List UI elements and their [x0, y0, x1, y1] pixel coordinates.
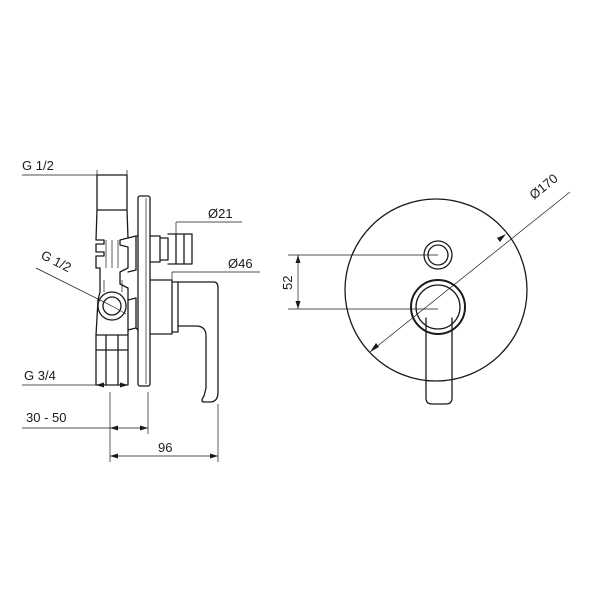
dim-label-d46: Ø46 [228, 256, 253, 271]
side-outlet-outer [97, 291, 127, 321]
side-view [95, 174, 219, 403]
side-view-dimensions: G 1/2 G 1/2 G 3/4 30 - 50 96 Ø21 Ø46 [22, 158, 260, 462]
dim-label-g-three-quarter: G 3/4 [24, 368, 56, 383]
cover-plate-front [344, 198, 528, 382]
handle-base [149, 279, 179, 335]
dim-label-g-half-top: G 1/2 [22, 158, 54, 173]
dim-label-depth: 96 [158, 440, 172, 455]
valve-body-hatch [103, 240, 123, 292]
dim-label-height-52: 52 [280, 276, 295, 290]
lever-front [425, 317, 453, 405]
handle-base-outer [410, 279, 466, 335]
handle-base-inner [415, 284, 461, 330]
dim-label-wall-range: 30 - 50 [26, 410, 66, 425]
valve-body-outline [95, 174, 129, 301]
body-connector [127, 235, 139, 331]
lever-handle [177, 281, 219, 403]
dim-label-g-half-side: G 1/2 [39, 247, 74, 275]
front-view [344, 198, 528, 405]
diverter-knob [149, 233, 193, 265]
dim-label-d170: Ø170 [526, 171, 560, 203]
dim-label-d21: Ø21 [208, 206, 233, 221]
cover-plate [137, 195, 151, 387]
side-outlet-inner [102, 296, 122, 316]
